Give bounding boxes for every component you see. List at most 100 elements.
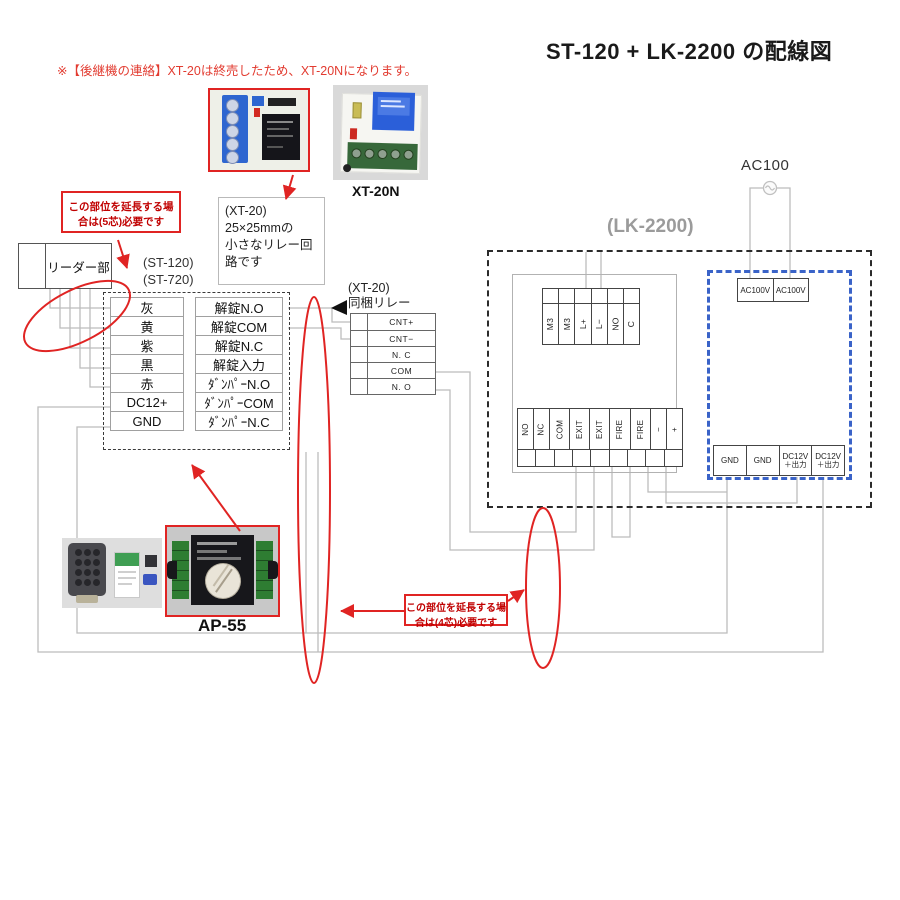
mount-hole — [342, 164, 352, 173]
xt20-relay-table: CNT+ CNT− N. C COM N. O — [350, 313, 436, 395]
mount-tab — [167, 561, 177, 579]
lk-top-terminal-strip: M3 M3 L+ L− NO C — [542, 288, 640, 345]
callout-line: 合は(5芯)必要です — [77, 216, 165, 228]
wire-func: 解錠入力 — [195, 354, 283, 374]
extension-ellipse-right — [525, 507, 561, 669]
lk2200-label: (LK-2200) — [607, 216, 694, 237]
keypad — [68, 543, 106, 596]
page-title: ST-120 + LK-2200 の配線図 — [546, 39, 833, 64]
ac-sine-icon — [764, 185, 776, 191]
screw-icon — [226, 125, 239, 138]
terminal-label: AC100V — [740, 285, 771, 295]
relay-terminal: CNT− — [389, 333, 414, 344]
terminal-label: DC12V — [815, 451, 842, 461]
wire-func: ﾀﾞﾝﾊﾟｰN.O — [195, 373, 283, 393]
terminal-label: AC100V — [775, 285, 806, 295]
terminal-label: NO — [610, 317, 621, 331]
led-icon — [349, 128, 358, 140]
small-part — [145, 555, 157, 567]
note-line: 25×25mmの — [225, 220, 294, 235]
cable — [76, 595, 98, 603]
five-core-arrow — [116, 239, 130, 269]
reader-box-left-cell — [19, 244, 46, 288]
screw-icon — [226, 151, 239, 164]
wire-color: 紫 — [110, 335, 184, 355]
wire-color: 赤 — [110, 373, 184, 393]
relay-title-line: 同梱リレー — [348, 296, 411, 310]
screw-icon — [226, 99, 239, 112]
fuse — [352, 102, 362, 119]
wire-func: 解錠N.O — [195, 297, 283, 317]
terminal-label: FIRE — [615, 419, 625, 439]
relay-terminal: N. O — [391, 381, 412, 392]
wire-color-column: 灰 黄 紫 黒 赤 DC12+ GND — [110, 297, 184, 431]
ap55-arrow — [191, 464, 241, 532]
ac-source-icon — [762, 180, 778, 196]
terminal-label: COM — [555, 419, 565, 439]
terminal-label: L+ — [577, 318, 588, 330]
xt20n-label: XT-20N — [352, 183, 400, 199]
reader-label: リーダー部 — [47, 260, 110, 275]
terminal-label: EXIT — [595, 419, 605, 439]
terminal-label: GND — [753, 455, 772, 465]
note-line: 路です — [225, 254, 263, 269]
small-blue-part — [143, 574, 157, 585]
reader-unit-box: リーダー部 — [18, 243, 112, 289]
wire-color: GND — [110, 411, 184, 431]
xt20-relay-body — [262, 114, 300, 160]
relay-terminal: CNT+ — [389, 317, 414, 327]
relay-body — [372, 91, 416, 131]
terminal-label: L− — [594, 318, 605, 330]
terminal-label: GND — [720, 455, 739, 465]
ac100-label: AC100 — [741, 157, 790, 174]
screw-icon — [226, 112, 239, 125]
keypad-set-photo — [62, 538, 162, 608]
mount-tab — [268, 561, 278, 579]
wire-color: 黄 — [110, 316, 184, 336]
model-labels: (ST-120) (ST-720) — [143, 255, 194, 289]
power-output-terminals: GND GND DC12V＋出力 DC12V＋出力 — [713, 445, 845, 476]
four-core-arrow-right — [507, 589, 525, 604]
xt20n-photo — [333, 85, 428, 180]
model-st120: (ST-120) — [143, 255, 194, 270]
wire-color: 黒 — [110, 354, 184, 374]
model-st720: (ST-720) — [143, 271, 194, 287]
pcb — [339, 91, 423, 175]
note-line: (XT-20) — [225, 204, 267, 218]
wire-color: 灰 — [110, 297, 184, 317]
callout-line: 合は(4芯)必要です — [414, 618, 498, 629]
discontinued-notice: ※【後継機の連絡】XT-20は終売したため、XT-20Nになります。 — [57, 64, 417, 78]
xt20-note-box: (XT-20) 25×25mmの 小さなリレー回 路です — [218, 197, 325, 285]
terminal-label: + — [670, 426, 680, 432]
terminal-label2: ＋出力 — [784, 459, 807, 469]
terminal-block — [347, 142, 418, 170]
five-core-callout: この部位を延長する場 合は(5芯)必要です — [61, 191, 181, 233]
xt20-photo — [208, 88, 310, 172]
extension-ellipse-left — [297, 296, 331, 684]
wire-func: 解錠COM — [195, 316, 283, 336]
terminal-label2: ＋出力 — [816, 459, 840, 469]
note-line: 小さなリレー回 — [225, 237, 313, 252]
product-box — [114, 552, 140, 598]
jumper-block — [252, 96, 264, 106]
terminal-label: NO — [520, 422, 530, 436]
terminal-label: M3 — [545, 317, 556, 331]
pin-header — [268, 98, 296, 106]
wire-func: ﾀﾞﾝﾊﾟｰCOM — [195, 392, 283, 412]
terminal-label: C — [626, 320, 637, 328]
relay-title-line: (XT-20) — [348, 281, 390, 295]
callout-line: この部位を延長する場 — [406, 603, 506, 614]
screw-icon — [226, 138, 239, 151]
terminal-label: EXIT — [575, 419, 585, 439]
wire-function-column: 解錠N.O 解錠COM 解錠N.C 解錠入力 ﾀﾞﾝﾊﾟｰN.O ﾀﾞﾝﾊﾟｰC… — [195, 297, 283, 431]
xt20-note-arrow — [282, 174, 297, 200]
terminal-label: FIRE — [635, 419, 645, 439]
led-icon — [254, 108, 260, 117]
terminal-label: NC — [536, 422, 546, 436]
terminal-label: M3 — [561, 317, 572, 331]
ap55-label: AP-55 — [198, 616, 247, 635]
relay-terminal: COM — [390, 365, 413, 376]
four-core-callout: この部位を延長する場 合は(4芯)必要です — [404, 594, 508, 629]
terminal-label: − — [654, 426, 664, 432]
